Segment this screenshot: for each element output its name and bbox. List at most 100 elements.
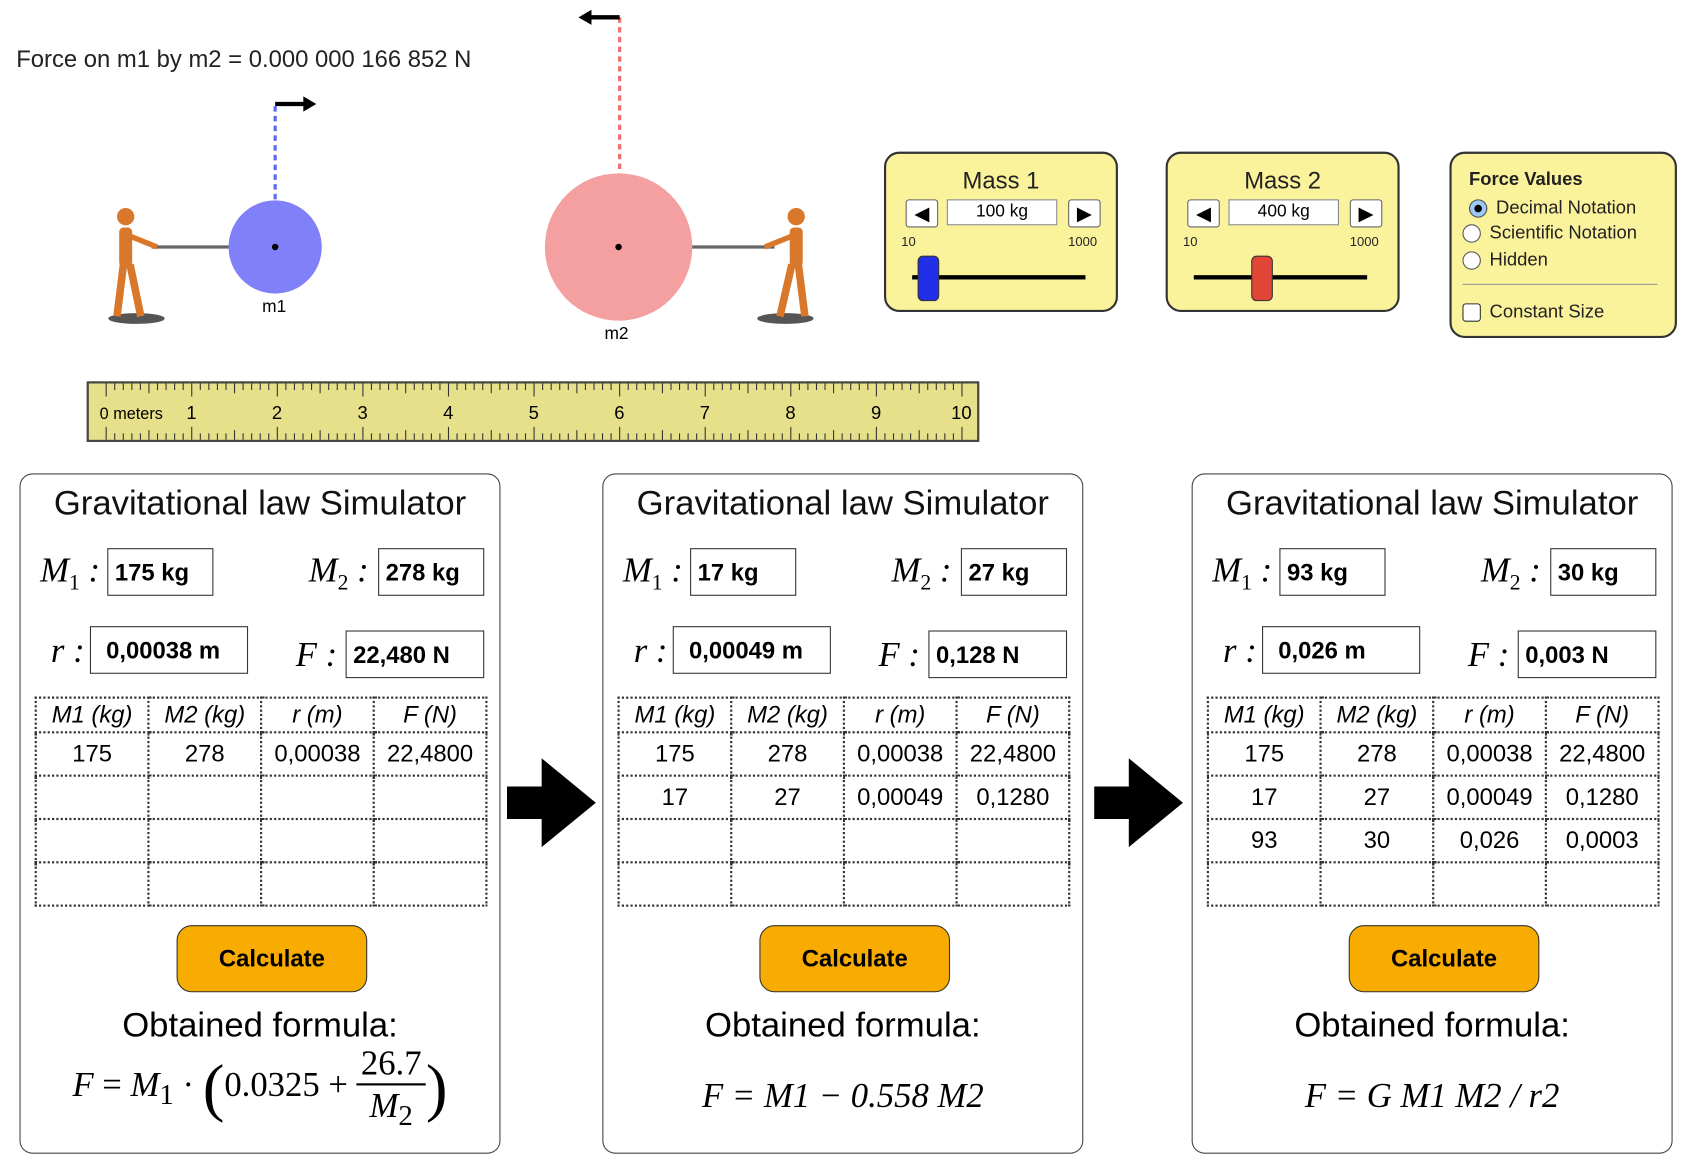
table-cell: 17 bbox=[1206, 774, 1322, 821]
m2-label: M2 : bbox=[308, 550, 369, 596]
table-cell: 0,1280 bbox=[955, 774, 1071, 821]
obtained-formula: F = M1 − 0.558 M2 bbox=[603, 1076, 1082, 1116]
calculate-button[interactable]: Calculate bbox=[1348, 925, 1540, 993]
mass1-decrease-button[interactable]: ◀ bbox=[905, 199, 939, 228]
r-input[interactable]: 0,00049 m bbox=[672, 626, 831, 674]
option-decimal[interactable]: Decimal Notation bbox=[1468, 197, 1637, 219]
mass2-slider-thumb[interactable] bbox=[1251, 255, 1274, 302]
simulation-canvas bbox=[108, 9, 814, 324]
m1-input[interactable]: 175 kg bbox=[107, 548, 214, 596]
table-row bbox=[617, 861, 1071, 907]
force-values-panel: Force Values Decimal Notation Scientific… bbox=[1449, 151, 1677, 338]
ruler-tick-label: 7 bbox=[699, 402, 711, 424]
table-cell: 22,4800 bbox=[372, 731, 488, 777]
table-header: M1 (kg)M2 (kg)r (m)F (N) bbox=[34, 696, 488, 734]
table-cell: 0,00038 bbox=[842, 731, 958, 777]
mass1-increase-button[interactable]: ▶ bbox=[1068, 199, 1101, 228]
mass1-label: m1 bbox=[262, 297, 287, 317]
ruler-tick-label: 8 bbox=[785, 402, 796, 424]
f-output: 0,003 N bbox=[1517, 630, 1657, 679]
option-hidden[interactable]: Hidden bbox=[1462, 249, 1548, 271]
table-cell bbox=[1432, 861, 1547, 907]
table-cell bbox=[372, 861, 488, 907]
f-label: F : bbox=[295, 634, 338, 674]
mass2-increase-button[interactable]: ▶ bbox=[1349, 199, 1383, 228]
table-cell: 27 bbox=[1319, 774, 1435, 821]
table-cell: 27 bbox=[730, 774, 845, 821]
ruler-tick-label: 3 bbox=[357, 402, 368, 424]
m1-input[interactable]: 93 kg bbox=[1279, 548, 1386, 596]
mass1-value[interactable]: 100 kg bbox=[946, 199, 1058, 226]
f-output: 22,480 N bbox=[345, 630, 485, 679]
calculate-button[interactable]: Calculate bbox=[759, 925, 951, 993]
f-label: F : bbox=[878, 634, 920, 674]
option-label: Hidden bbox=[1489, 249, 1548, 270]
column-header: M1 (kg) bbox=[34, 696, 150, 734]
table-cell bbox=[617, 817, 733, 864]
table-cell: 93 bbox=[1206, 817, 1322, 864]
table-cell bbox=[1206, 861, 1322, 907]
mass1-slider-track[interactable] bbox=[912, 275, 1086, 280]
table-cell: 22,4800 bbox=[955, 731, 1071, 777]
column-header: r (m) bbox=[259, 696, 375, 734]
table-cell: 0,0003 bbox=[1544, 817, 1660, 864]
m1-input[interactable]: 17 kg bbox=[690, 548, 797, 596]
mass2-value[interactable]: 400 kg bbox=[1228, 199, 1339, 226]
mass1-max: 1000 bbox=[1068, 233, 1098, 250]
radio-selected-icon[interactable] bbox=[1468, 199, 1488, 218]
table-cell bbox=[259, 774, 375, 821]
table-cell bbox=[259, 861, 375, 907]
f-label: F : bbox=[1467, 634, 1510, 674]
m2-input[interactable]: 30 kg bbox=[1550, 548, 1657, 596]
radio-icon[interactable] bbox=[1462, 251, 1481, 270]
checkbox-icon[interactable] bbox=[1462, 303, 1481, 322]
table-cell bbox=[1544, 861, 1660, 907]
column-header: M1 (kg) bbox=[617, 696, 733, 734]
m2-input[interactable]: 27 kg bbox=[960, 548, 1068, 596]
table-cell bbox=[1319, 861, 1435, 907]
column-header: F (N) bbox=[372, 696, 488, 734]
mass2-slider-track[interactable] bbox=[1193, 275, 1368, 280]
formula-numerator: 26.7 bbox=[356, 1043, 426, 1086]
m2-input[interactable]: 278 kg bbox=[378, 548, 485, 596]
r-input[interactable]: 0,00038 m bbox=[89, 626, 249, 674]
option-scientific[interactable]: Scientific Notation bbox=[1462, 222, 1637, 244]
calculate-button[interactable]: Calculate bbox=[176, 925, 368, 993]
table-cell: 175 bbox=[34, 731, 150, 777]
panel-title: Gravitational law Simulator bbox=[53, 483, 467, 523]
radio-icon[interactable] bbox=[1462, 224, 1481, 243]
mass1-slider-thumb[interactable] bbox=[917, 255, 940, 302]
table-cell: 17 bbox=[617, 774, 733, 821]
ruler-tick-label: 4 bbox=[443, 402, 454, 424]
ruler-tick-label: 9 bbox=[870, 402, 882, 424]
mass1-min: 10 bbox=[901, 233, 916, 250]
mass2-min: 10 bbox=[1182, 233, 1198, 250]
column-header: r (m) bbox=[1432, 696, 1547, 734]
constant-size-checkbox[interactable]: Constant Size bbox=[1462, 301, 1604, 323]
obtained-formula-label: Obtained formula: bbox=[705, 1005, 981, 1045]
table-cell bbox=[955, 861, 1071, 907]
m1-label: M1 : bbox=[40, 550, 101, 596]
table-row bbox=[34, 861, 488, 907]
r-label: r : bbox=[50, 630, 85, 670]
mass2-decrease-button[interactable]: ◀ bbox=[1187, 199, 1220, 228]
obtained-formula-label: Obtained formula: bbox=[1294, 1005, 1570, 1045]
table-cell bbox=[617, 861, 733, 907]
table-cell bbox=[147, 774, 263, 821]
ruler-tick-label: 6 bbox=[614, 402, 625, 424]
r-input[interactable]: 0,026 m bbox=[1262, 626, 1421, 674]
ruler-tick-label: 10 bbox=[951, 402, 972, 424]
option-label: Decimal Notation bbox=[1496, 197, 1637, 218]
column-header: M2 (kg) bbox=[730, 696, 845, 734]
table-cell: 278 bbox=[730, 731, 845, 777]
formula-constant: 0.0325 + bbox=[224, 1064, 348, 1104]
ruler-tick-label: 1 bbox=[186, 402, 197, 424]
puller-right-figure bbox=[757, 207, 814, 324]
arrow-right-icon bbox=[506, 758, 596, 848]
